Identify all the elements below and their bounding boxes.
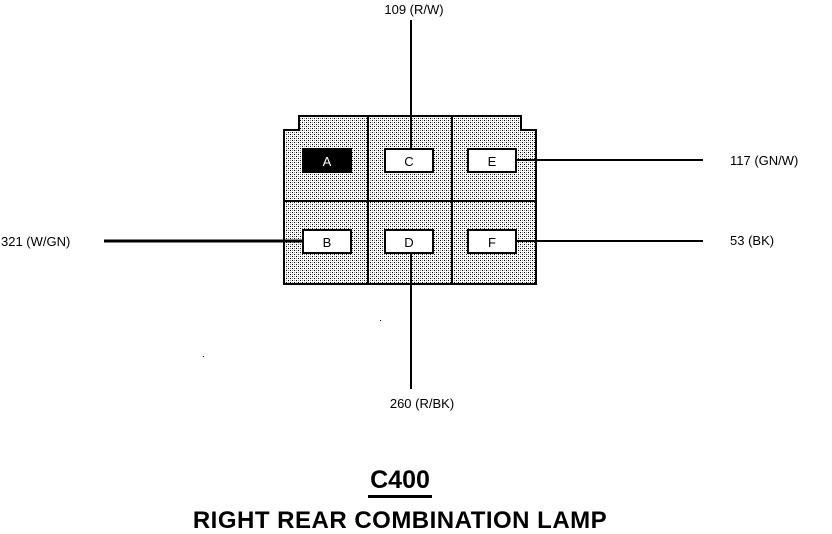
connector-id: C400 — [300, 466, 500, 498]
wire-label-e: 117 (GN/W) — [730, 153, 798, 168]
pin-b-label: B — [323, 235, 332, 250]
pin-a-label: A — [323, 154, 332, 169]
wire-label-d: 260 (R/BK) — [390, 396, 454, 411]
scan-speck — [203, 356, 204, 357]
pin-d-label: D — [404, 235, 413, 250]
pin-e-label: E — [488, 154, 497, 169]
wire-label-b: 321 (W/GN) — [1, 234, 70, 249]
pin-a-box — [302, 148, 352, 173]
scan-speck — [380, 320, 381, 321]
pin-f-box — [467, 229, 517, 254]
pin-f-label: F — [488, 235, 496, 250]
pin-c-box — [384, 148, 434, 173]
pin-b-box — [302, 229, 352, 254]
wire-label-f: 53 (BK) — [730, 233, 774, 248]
connector-name: RIGHT REAR COMBINATION LAMP — [192, 507, 608, 534]
pin-e-box — [467, 148, 517, 173]
pin-c-label: C — [404, 154, 413, 169]
wire-label-c: 109 (R/W) — [384, 2, 443, 17]
connector-id-text: C400 — [368, 466, 432, 498]
pin-d-box — [384, 229, 434, 254]
